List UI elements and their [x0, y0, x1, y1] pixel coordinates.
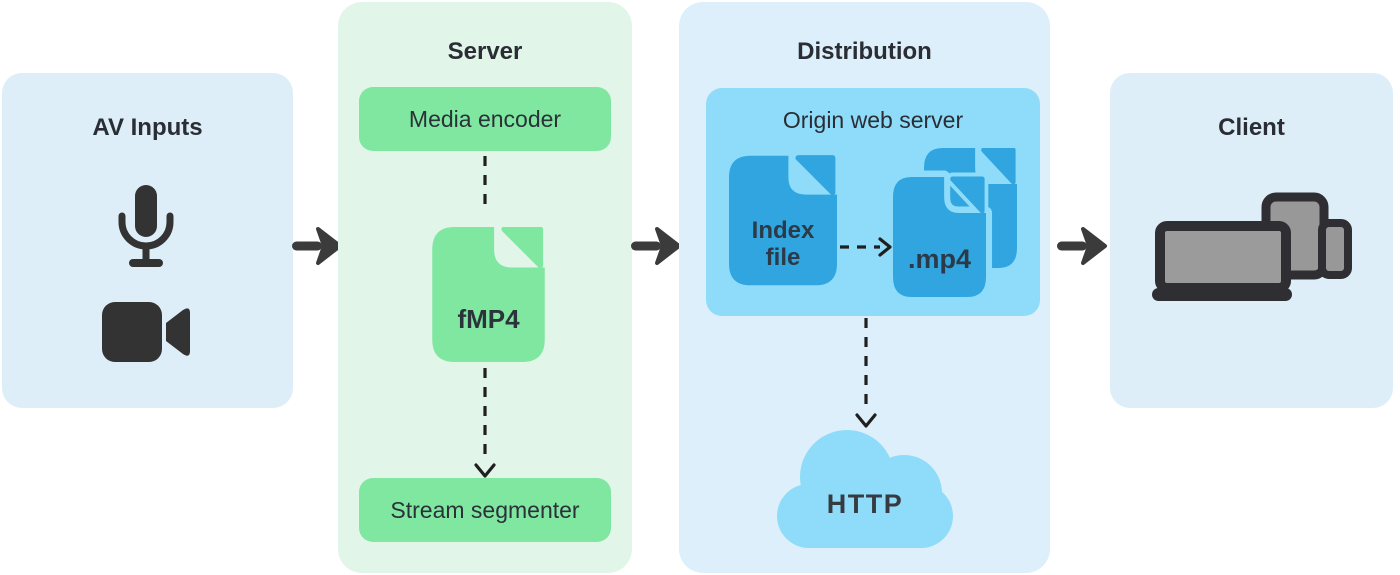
- phone-icon: [1318, 219, 1352, 279]
- flow-arrow-av-to-server: [291, 225, 343, 267]
- fmp4-label: fMP4: [457, 304, 520, 334]
- http-cloud-icon: [777, 430, 953, 548]
- stream-segmenter-box: Stream segmenter: [359, 478, 611, 542]
- client-devices-icon: [1150, 191, 1356, 303]
- dashed-arrow-origin-to-http: [852, 318, 880, 430]
- http-label: HTTP: [826, 489, 904, 519]
- client-title: Client: [1218, 114, 1285, 141]
- dashed-connector-encoder-to-fmp4: [481, 154, 489, 212]
- media-encoder-box: Media encoder: [359, 87, 611, 151]
- panel-distribution: Distribution Origin web server Index fil…: [679, 2, 1050, 573]
- panel-client: Client: [1110, 73, 1393, 408]
- microphone-icon: [118, 185, 174, 275]
- mp4-files-icon: [893, 148, 1017, 298]
- origin-web-server-title: Origin web server: [782, 107, 964, 133]
- distribution-title: Distribution: [797, 38, 932, 65]
- panel-av-inputs: AV Inputs: [2, 73, 293, 408]
- index-file-label-line1: Index: [751, 217, 815, 244]
- origin-web-server-box: Origin web server Index file: [706, 88, 1040, 316]
- panel-server: Server Media encoder fMP4 Stream segment…: [338, 2, 632, 573]
- dashed-arrow-fmp4-to-segmenter: [471, 368, 499, 480]
- index-file-icon: [729, 154, 837, 287]
- server-title: Server: [447, 38, 523, 65]
- laptop-icon: [1155, 221, 1291, 293]
- video-camera-icon: [102, 302, 192, 362]
- mp4-label: .mp4: [907, 244, 972, 274]
- index-file-label: Index file: [729, 217, 837, 272]
- av-inputs-title: AV Inputs: [92, 114, 203, 141]
- dashed-arrow-index-to-mp4: [838, 237, 894, 257]
- fmp4-file-icon: [432, 227, 545, 362]
- flow-arrow-server-to-distribution: [630, 225, 682, 267]
- flow-arrow-distribution-to-client: [1056, 225, 1108, 267]
- index-file-label-line2: file: [765, 243, 801, 271]
